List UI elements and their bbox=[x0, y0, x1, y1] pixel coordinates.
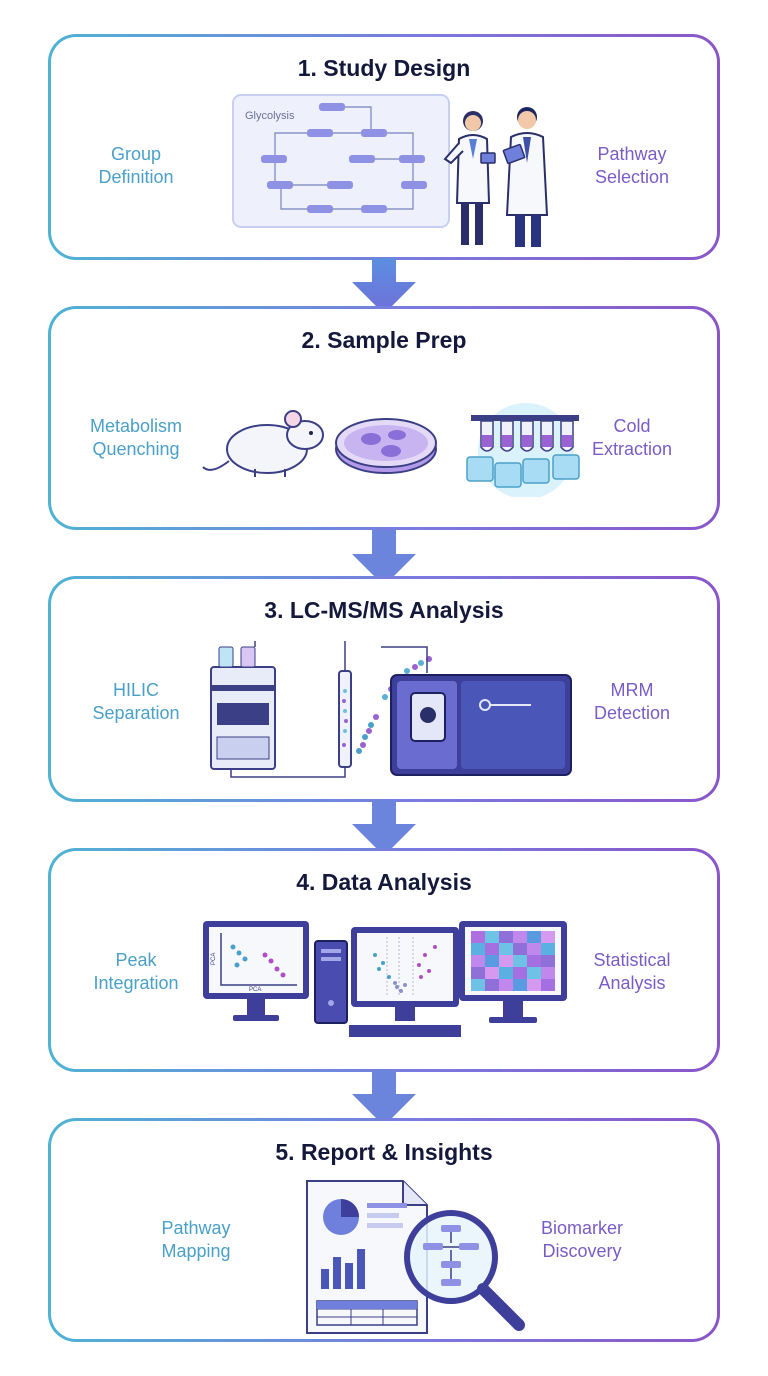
pca-y-label: PCA bbox=[211, 953, 217, 965]
step-2-title: 2. Sample Prep bbox=[301, 327, 467, 353]
step-2-card: 2. Sample Prep Metabolism Quenching Cold… bbox=[48, 306, 720, 530]
pca-x-label: PCA bbox=[249, 987, 261, 993]
step-3-card: 3. LC-MS/MS Analysis HILIC Separation MR… bbox=[48, 576, 720, 802]
step-5-right-label: Biomarker Discovery bbox=[540, 1218, 624, 1261]
scientist-icon bbox=[443, 107, 549, 247]
mouse-icon bbox=[202, 410, 324, 477]
step-3-left-label: HILIC Separation bbox=[92, 680, 180, 723]
step-1-title: 1. Study Design bbox=[297, 55, 471, 81]
step-4-title: 4. Data Analysis bbox=[296, 869, 472, 895]
arrow-down-icon bbox=[352, 800, 416, 856]
step-5-left-label: Pathway Mapping bbox=[161, 1218, 231, 1261]
step-1-card: 1. Study Design Group Definition Pathway… bbox=[48, 34, 720, 260]
step-4-left-label: Peak Integration bbox=[93, 950, 179, 993]
step-2-left-label: Metabolism Quenching bbox=[89, 416, 183, 459]
arrow-down-icon bbox=[352, 258, 416, 314]
hplc-icon bbox=[210, 641, 379, 778]
arrow-down-icon bbox=[352, 1070, 416, 1126]
step-5-card: 5. Report & Insights Pathway Mapping Bio… bbox=[48, 1118, 720, 1342]
report-document-icon bbox=[306, 1180, 428, 1334]
step-4-card: 4. Data Analysis Peak Integration Statis… bbox=[48, 848, 720, 1072]
pathway-board-icon: Glycolysis bbox=[232, 94, 450, 228]
monitor-pca-icon: PCA PCA bbox=[203, 921, 309, 1021]
magnifier-icon bbox=[404, 1210, 525, 1331]
petri-dish-icon bbox=[335, 418, 437, 474]
step-5-title: 5. Report & Insights bbox=[275, 1139, 493, 1165]
monitor-heatmap-icon bbox=[459, 921, 567, 1023]
test-tubes-on-ice-icon bbox=[466, 403, 580, 497]
mass-spectrometer-icon bbox=[381, 646, 572, 776]
step-2-right-label: Cold Extraction bbox=[591, 416, 673, 459]
step-4-right-label: Statistical Analysis bbox=[593, 950, 671, 993]
monitor-volcano-icon bbox=[349, 927, 461, 1037]
step-1-left-label: Group Definition bbox=[98, 144, 174, 187]
arrow-down-icon bbox=[352, 530, 416, 586]
computer-tower-icon bbox=[314, 940, 348, 1024]
step-3-right-label: MRM Detection bbox=[593, 680, 671, 723]
step-3-title: 3. LC-MS/MS Analysis bbox=[264, 597, 504, 623]
board-label: Glycolysis bbox=[245, 110, 295, 122]
step-1-right-label: Pathway Selection bbox=[594, 144, 670, 187]
